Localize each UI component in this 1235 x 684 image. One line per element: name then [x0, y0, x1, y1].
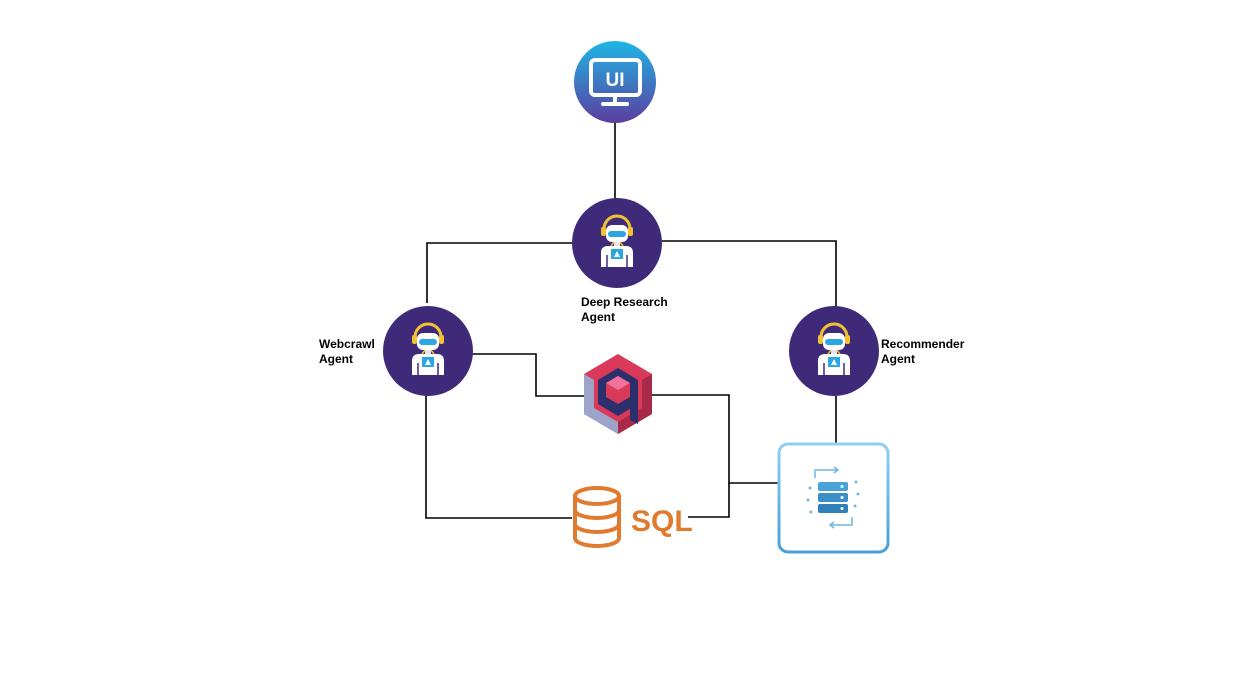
connectors	[425, 122, 837, 519]
ui-text: UI	[606, 70, 625, 91]
connector-webcrawl-qdrant	[472, 353, 584, 397]
webcrawl-agent-label: Webcrawl Agent	[319, 337, 375, 366]
deep-research-agent-label: Deep Research Agent	[581, 295, 668, 324]
webcrawl-agent-node	[383, 306, 473, 396]
database-cylinder-icon	[573, 486, 621, 548]
connector-deep-research-webcrawl	[426, 242, 573, 303]
ui-node: UI	[574, 41, 656, 123]
ui-monitor-icon: UI	[589, 58, 642, 106]
connector-webcrawl-sql	[425, 395, 572, 519]
data-sync-icon	[806, 466, 860, 529]
recommender-agent-label: Recommender Agent	[881, 337, 965, 366]
connector-sql-store	[688, 483, 730, 518]
connector-qdrant-store	[652, 394, 779, 484]
sql-text: SQL	[631, 505, 693, 538]
qdrant-logo-icon	[584, 354, 652, 434]
recommender-agent-node	[789, 306, 879, 396]
deep-research-agent-node	[572, 198, 662, 288]
connector-deep-research-recommender	[662, 240, 837, 308]
data-store-node	[777, 442, 890, 554]
